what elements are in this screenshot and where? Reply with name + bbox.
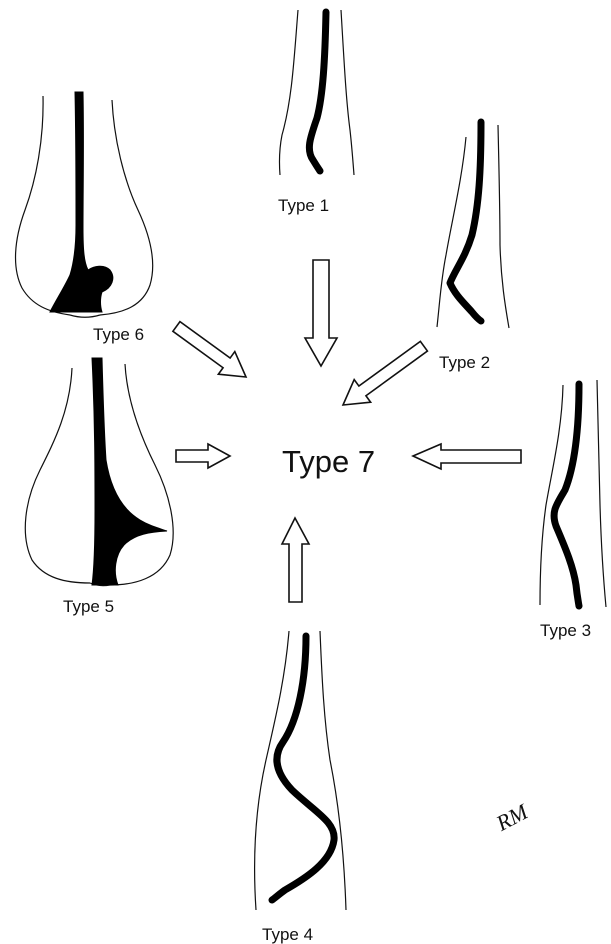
arrow-type3-to-type7 bbox=[413, 444, 521, 469]
type-3-outline-right bbox=[597, 380, 606, 607]
type-4-outline-left bbox=[255, 631, 289, 910]
type-2-vessel bbox=[450, 122, 481, 321]
type-1-vessel bbox=[309, 12, 326, 171]
type-3-vessel bbox=[554, 384, 579, 606]
type-1-label: Type 1 bbox=[278, 196, 329, 215]
arrow-type4-to-type7 bbox=[282, 518, 309, 602]
type-6-vessel bbox=[50, 92, 113, 312]
author-signature: RM bbox=[491, 798, 533, 836]
type-1-outline-left bbox=[279, 10, 298, 175]
type-5-label: Type 5 bbox=[63, 597, 114, 616]
type-2-outline-right bbox=[498, 125, 509, 328]
type-1-outline-right bbox=[341, 10, 354, 175]
type-5-outline-left bbox=[25, 368, 90, 583]
arrow-type2-to-type7 bbox=[335, 335, 432, 416]
type-6-label: Type 6 bbox=[93, 325, 144, 344]
type-4-outline-right bbox=[320, 631, 346, 910]
arrow-type1-to-type7 bbox=[305, 260, 337, 366]
arrow-type5-to-type7 bbox=[176, 444, 230, 468]
type-2-label: Type 2 bbox=[439, 353, 490, 372]
type-4-vessel bbox=[272, 636, 334, 900]
arrow-type6-to-type7 bbox=[168, 315, 254, 388]
type-2-figure bbox=[437, 122, 509, 328]
type-1-figure bbox=[279, 10, 354, 175]
type-4-label: Type 4 bbox=[262, 925, 313, 944]
type-3-label: Type 3 bbox=[540, 621, 591, 640]
type-6-outline-left bbox=[16, 96, 70, 315]
type-5-vessel bbox=[92, 358, 167, 585]
type-6-figure bbox=[16, 92, 153, 317]
type-6-base bbox=[70, 315, 100, 317]
type-5-figure bbox=[25, 358, 173, 586]
type-4-figure bbox=[255, 631, 346, 910]
type-7-label: Type 7 bbox=[282, 444, 375, 479]
type-3-figure bbox=[540, 380, 606, 607]
